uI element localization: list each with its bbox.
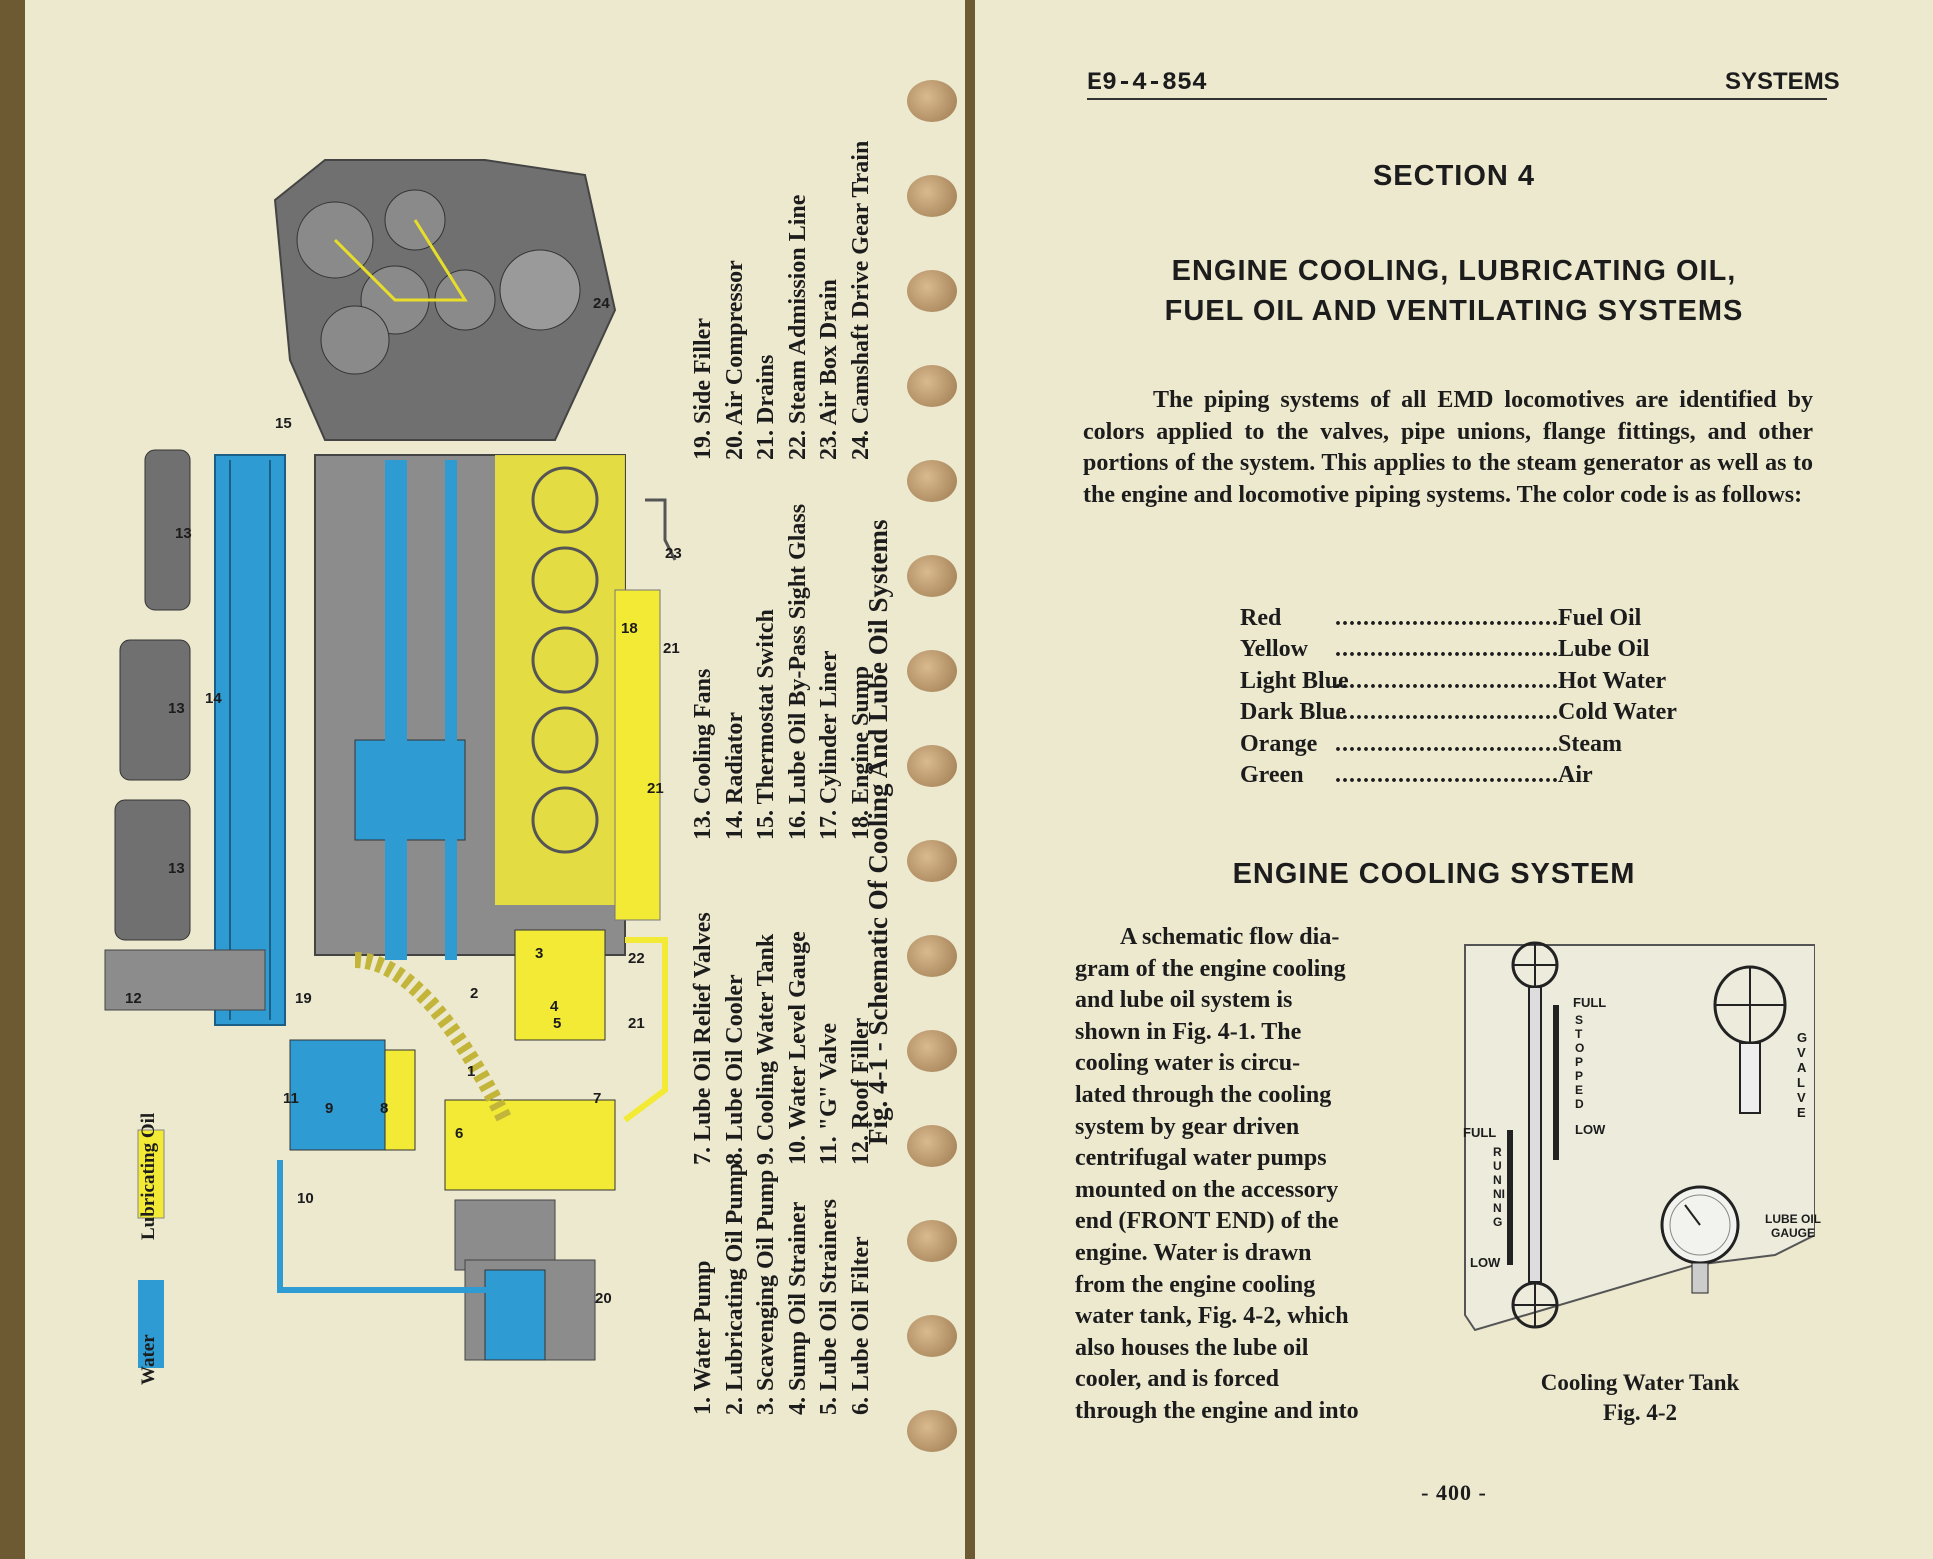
lube-line xyxy=(623,937,668,1123)
cooling-paragraph: A schematic flow dia- gram of the engine… xyxy=(1075,924,1359,1424)
callout: 6 xyxy=(455,1125,464,1142)
stopped-label: STOPPED xyxy=(1575,1013,1585,1111)
cooling-fan xyxy=(144,449,191,611)
figure-caption: Fig. 4-1 - Schematic Of Cooling And Lube… xyxy=(863,519,893,1145)
systems-title-line-2: FUEL OIL AND VENTILATING SYSTEMS xyxy=(1164,295,1744,327)
full-bottom-label: FULL xyxy=(1463,1125,1497,1140)
key-column-1: 1. Water Pump 2. Lubricating Oil Pump 3.… xyxy=(690,1162,874,1415)
roof-filler-duct xyxy=(104,949,266,1011)
color-code-row: Green................................Air xyxy=(1240,762,1593,788)
doc-number: E9-4-854 xyxy=(1087,68,1208,97)
systems-title-line-1: ENGINE COOLING, LUBRICATING OIL, xyxy=(1171,255,1737,287)
key-column-3: 13. Cooling Fans 14. Radiator 15. Thermo… xyxy=(690,503,874,840)
lube-oil-area xyxy=(495,455,625,905)
page-number: - 400 - xyxy=(1421,1480,1487,1505)
lube-oil-gauge-label: LUBE OIL GAUGE xyxy=(1765,1212,1821,1240)
callout: 13 xyxy=(168,860,185,877)
key-column-4: 19. Side Filler 20. Air Compressor 21. D… xyxy=(690,140,874,460)
left-page: 1 2 3 4 5 6 7 8 9 10 11 12 13 13 13 14 1… xyxy=(25,0,965,1559)
color-code-row: Red................................Fuel … xyxy=(1240,605,1642,631)
callout: 8 xyxy=(380,1100,389,1117)
callout: 10 xyxy=(297,1190,314,1207)
key-column-2: 7. Lube Oil Relief Valves 8. Lube Oil Co… xyxy=(690,912,874,1165)
g-valve-label: G VALVE xyxy=(1797,1030,1808,1120)
full-top-label: FULL xyxy=(1573,995,1607,1010)
callout: 23 xyxy=(665,545,682,562)
intro-paragraph: The piping systems of all EMD locomotive… xyxy=(1083,387,1813,508)
cylinder xyxy=(531,466,599,534)
callout: 21 xyxy=(663,640,680,657)
cooling-fan xyxy=(119,639,191,781)
callout: 3 xyxy=(535,945,544,962)
callout: 13 xyxy=(175,525,192,542)
cylinder xyxy=(531,706,599,774)
callout: 21 xyxy=(628,1015,645,1032)
color-code-row: Light Blue..............................… xyxy=(1240,668,1667,694)
fig2-number: Fig. 4-2 xyxy=(1602,1400,1678,1425)
callout: 1 xyxy=(467,1063,476,1080)
callout: 5 xyxy=(553,1015,562,1032)
lube-oil-legend-label: Lubricating Oil xyxy=(138,1112,159,1240)
callout: 24 xyxy=(593,295,610,312)
color-code-row: Orange................................St… xyxy=(1240,731,1622,757)
color-code-row: Yellow................................Lu… xyxy=(1240,636,1650,662)
water-line xyxy=(277,1160,495,1293)
cooling-water-tank xyxy=(289,1039,386,1151)
lube-oil-legend-swatch xyxy=(137,1129,165,1219)
air-box-drain xyxy=(645,498,677,561)
engine-sump xyxy=(614,589,661,921)
cooling-fan xyxy=(114,799,191,941)
callout: 4 xyxy=(550,998,559,1015)
callout: 11 xyxy=(283,1090,299,1107)
callout: 22 xyxy=(628,950,645,967)
air-compressor xyxy=(454,1199,556,1271)
cooling-water-tank-figure xyxy=(1464,941,1815,1332)
fig2-caption: Cooling Water Tank xyxy=(1540,1370,1740,1395)
callout: 21 xyxy=(647,780,664,797)
water-legend-label: Water xyxy=(138,1334,159,1385)
gauge-stem xyxy=(1691,1262,1709,1294)
section-title: SECTION 4 xyxy=(1372,160,1536,192)
callout: 18 xyxy=(621,620,638,637)
callout: 12 xyxy=(125,990,142,1007)
color-code-row: Dark Blue...............................… xyxy=(1240,699,1677,725)
water-legend-swatch xyxy=(138,1280,164,1368)
running-label: RUNNING xyxy=(1493,1145,1505,1229)
callout: 2 xyxy=(470,985,479,1002)
g-valve-stem xyxy=(1739,1042,1761,1114)
low-bottom-label: LOW xyxy=(1470,1255,1501,1270)
lube-line xyxy=(333,219,468,302)
lube-oil-filter xyxy=(444,1099,616,1191)
water-level-gauge xyxy=(1528,986,1542,1283)
cooling-heading: ENGINE COOLING SYSTEM xyxy=(1232,858,1636,890)
tank-outline xyxy=(1464,944,1815,1332)
lube-oil-cooler xyxy=(384,1049,416,1151)
callout: 20 xyxy=(595,1290,612,1307)
gear xyxy=(320,305,390,375)
scavenging-oil-pump xyxy=(514,929,606,1041)
stopped-bar xyxy=(1553,1005,1559,1160)
callout: 7 xyxy=(593,1090,602,1107)
cylinder xyxy=(531,786,599,854)
right-page: E9-4-854 SYSTEMS SECTION 4 ENGINE COOLIN… xyxy=(975,0,1933,1559)
callout: 15 xyxy=(275,415,292,432)
water-manifold xyxy=(445,460,457,960)
cylinder xyxy=(531,626,599,694)
callout: 14 xyxy=(205,690,222,707)
section-name: SYSTEMS xyxy=(1725,68,1840,95)
water-pump xyxy=(484,1269,546,1361)
cooling-lube-schematic xyxy=(104,159,677,1368)
callout: 19 xyxy=(295,990,312,1007)
running-bar xyxy=(1507,1130,1513,1265)
radiator xyxy=(214,454,286,1026)
water-manifold xyxy=(385,460,407,960)
gear xyxy=(499,249,581,331)
callout: 13 xyxy=(168,700,185,717)
callout: 9 xyxy=(325,1100,334,1117)
cylinder xyxy=(531,546,599,614)
low-top-label: LOW xyxy=(1575,1122,1606,1137)
